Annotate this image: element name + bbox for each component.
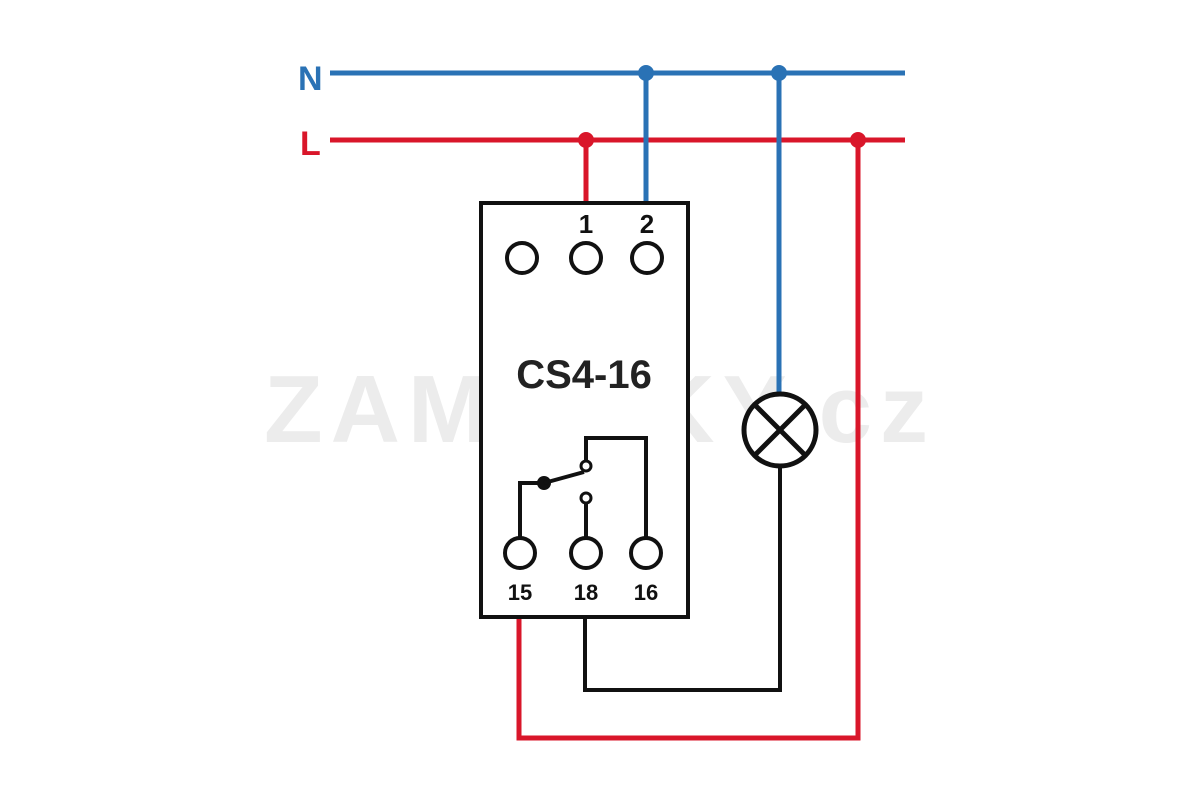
- terminal-1: [569, 241, 603, 275]
- terminal-16: [629, 536, 663, 570]
- relay-contact-symbol: [518, 436, 648, 538]
- neutral-feed-wire: [638, 65, 654, 202]
- timer-module: 1 2 CS4-16 15 18 16: [479, 201, 690, 619]
- neutral-bus: N: [298, 60, 905, 98]
- terminal-15-label: 15: [508, 580, 532, 605]
- line-feed-wire: [578, 132, 594, 202]
- model-label: CS4-16: [516, 353, 652, 397]
- terminal-1-label: 1: [579, 209, 593, 239]
- load-wire: [583, 467, 782, 692]
- terminal-18-label: 18: [574, 580, 598, 605]
- line-label: L: [300, 125, 321, 163]
- terminal-unused: [505, 241, 539, 275]
- terminal-16-label: 16: [634, 580, 658, 605]
- terminal-2-label: 2: [640, 209, 654, 239]
- terminal-15: [503, 536, 537, 570]
- line-return-wire: [516, 132, 866, 741]
- lamp-icon: [741, 391, 819, 469]
- terminal-18: [569, 536, 603, 570]
- line-bus: L: [300, 125, 905, 163]
- neutral-label: N: [298, 60, 323, 98]
- neutral-lamp-wire: [771, 65, 787, 392]
- terminal-2: [630, 241, 664, 275]
